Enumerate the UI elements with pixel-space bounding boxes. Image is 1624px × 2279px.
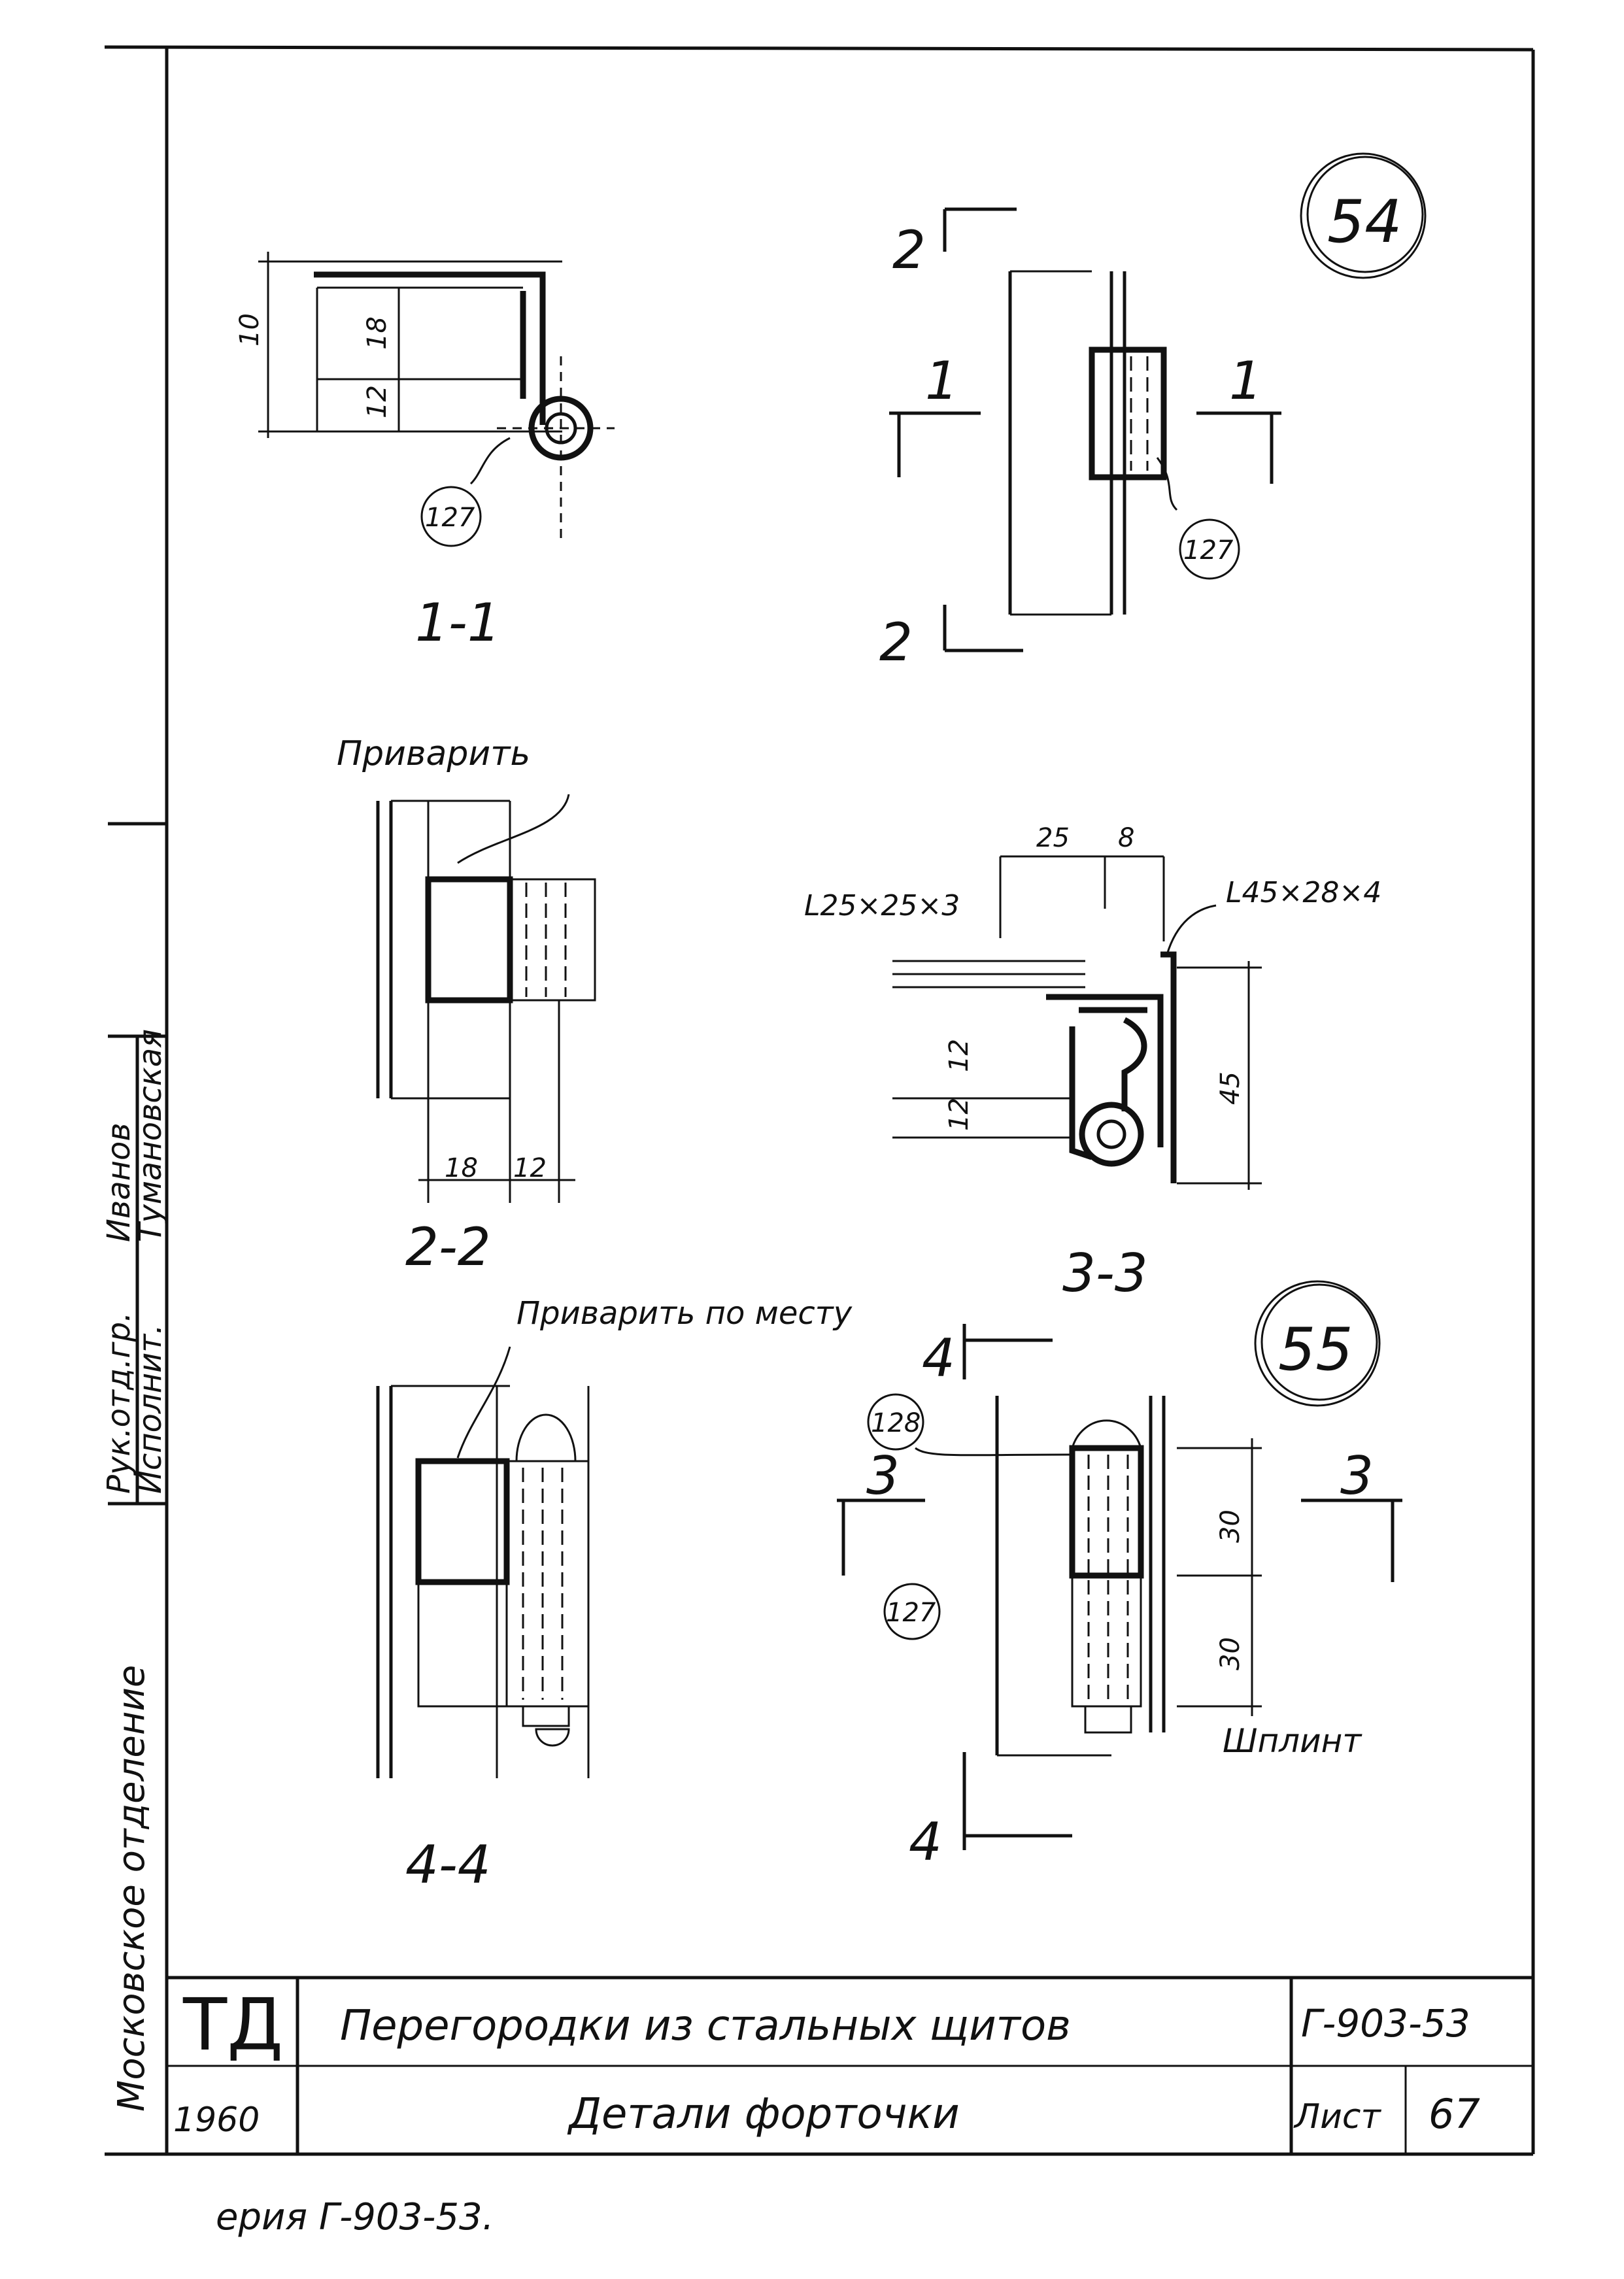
- marker-4-bottom: 4: [909, 1812, 942, 1872]
- title-block-subtitle: Детали форточки: [567, 2090, 960, 2138]
- title-block-sheet-label: Лист: [1293, 2097, 1381, 2136]
- dim-45: 45: [1215, 1072, 1245, 1105]
- title-block: ТД 1960 Перегородки из стальных щитов Де…: [167, 1976, 1533, 2154]
- dim-30-b: 30: [1215, 1637, 1245, 1670]
- section-3-3-drawing: 25 8 45 12 12: [892, 823, 1262, 1190]
- callout-angle-large: L45×28×4: [1226, 876, 1381, 909]
- marker-3-left: 3: [866, 1445, 900, 1506]
- section-2-2-drawing: 18 12: [376, 794, 596, 1203]
- dim-12-a: 12: [362, 385, 392, 418]
- dim-25: 25: [1036, 823, 1070, 853]
- dim-10: 10: [235, 313, 265, 346]
- marker-4-top: 4: [922, 1328, 955, 1389]
- node-55-view: 128 127 30 30 3 3 4 4: [837, 1324, 1402, 1872]
- marker-3-right: 3: [1340, 1445, 1374, 1506]
- section-label-1-1: 1-1: [415, 592, 501, 653]
- node-marker-54: 54: [1300, 152, 1427, 279]
- node-54-view: 127 1 1 2 2: [879, 207, 1281, 673]
- title-block-series: Г-903-53: [1301, 2001, 1470, 2046]
- title-block-org: ТД: [182, 1983, 283, 2067]
- title-block-year: 1960: [173, 2101, 260, 2140]
- marker-2-top: 2: [892, 220, 926, 280]
- callout-weld: Приварить: [337, 734, 530, 773]
- marker-1-right: 1: [1229, 350, 1262, 411]
- dim-12-c: 12: [944, 1039, 974, 1072]
- callout-angle-small: L25×25×3: [804, 889, 960, 922]
- marker-1-left: 1: [925, 350, 958, 411]
- callout-127-a: 127: [425, 503, 475, 533]
- node-54-label: 54: [1327, 188, 1402, 256]
- callout-127-b: 127: [1183, 535, 1234, 566]
- node-55-label: 55: [1278, 1315, 1353, 1384]
- title-block-title: Перегородки из стальных щитов: [340, 2002, 1071, 2050]
- side-role-head: Рук.отд.гр.: [101, 1312, 137, 1494]
- node-marker-55: 55: [1254, 1280, 1381, 1407]
- side-stamp: Московское отделение Рук.отд.гр. Исполни…: [101, 822, 169, 2112]
- side-name-executor: Тумановская: [132, 1029, 169, 1242]
- footer-series-note: ерия Г-903-53.: [216, 2196, 494, 2238]
- dim-8: 8: [1118, 823, 1134, 853]
- section-label-3-3: 3-3: [1062, 1243, 1148, 1304]
- callout-128: 128: [871, 1408, 921, 1438]
- callout-127-c: 127: [886, 1598, 936, 1628]
- dim-12-d: 12: [944, 1098, 974, 1131]
- section-label-4-4: 4-4: [405, 1834, 491, 1895]
- side-department: Московское отделение: [110, 1665, 153, 2112]
- dim-18-b: 18: [445, 1153, 478, 1183]
- title-block-sheet-number: 67: [1429, 2090, 1480, 2138]
- dim-18: 18: [362, 316, 392, 350]
- sheet-frame: [104, 45, 1535, 2156]
- callout-cotter-pin: Шплинт: [1223, 1722, 1362, 1760]
- callout-weld-in-place: Приварить по месту: [516, 1295, 853, 1332]
- section-1-1-drawing: 127 10 18 12: [235, 252, 615, 547]
- dim-30-a: 30: [1215, 1510, 1245, 1543]
- section-label-2-2: 2-2: [405, 1217, 491, 1277]
- marker-2-bottom: 2: [879, 612, 913, 673]
- dim-12-b: 12: [513, 1153, 547, 1183]
- side-name-head: Иванов: [101, 1123, 137, 1242]
- side-role-executor: Исполнит.: [132, 1324, 169, 1494]
- section-4-4-drawing: [376, 1346, 590, 1778]
